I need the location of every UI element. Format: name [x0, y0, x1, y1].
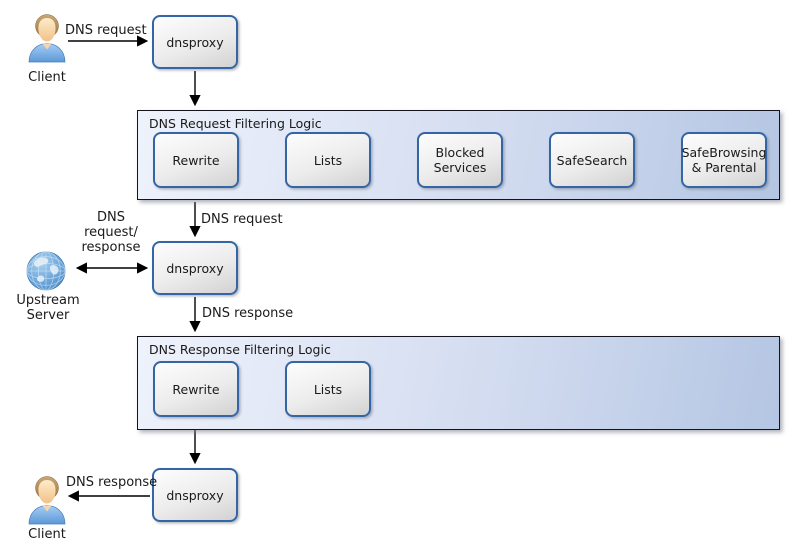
step-label: SafeBrowsing & Parental [681, 145, 767, 175]
request-filter-title: DNS Request Filtering Logic [149, 116, 322, 131]
edge-label-dns-request-top: DNS request [65, 23, 147, 38]
step-label: Lists [313, 381, 343, 397]
step-label: Lists [313, 152, 343, 168]
upstream-server-label: Upstream Server [16, 293, 80, 323]
step-box-lists-request: Lists [285, 132, 371, 188]
step-label: SafeSearch [556, 152, 628, 168]
client-bottom-node [25, 474, 69, 530]
step-label: Blocked Services [433, 145, 487, 175]
dnsproxy-middle-box: dnsproxy [152, 241, 238, 295]
edge-label-dns-request-mid: DNS request [201, 212, 283, 227]
step-box-rewrite-request: Rewrite [153, 132, 239, 188]
step-box-safesearch: SafeSearch [549, 132, 635, 188]
edge-label-line: request/ [84, 225, 138, 240]
upstream-server-node [25, 250, 67, 296]
edge-label-line: DNS [97, 210, 125, 225]
edge-label-upstream-link: DNS request/ response [75, 210, 147, 255]
globe-icon [26, 251, 66, 291]
client-top-label: Client [28, 70, 66, 85]
response-filter-container: DNS Response Filtering Logic [137, 336, 780, 430]
dnsproxy-top-label: dnsproxy [166, 34, 224, 50]
step-box-rewrite-response: Rewrite [153, 361, 239, 417]
step-box-safebrowsing-parental: SafeBrowsing & Parental [681, 132, 767, 188]
dnsproxy-bottom-box: dnsproxy [152, 468, 238, 522]
step-label: Rewrite [172, 381, 220, 397]
dnsproxy-top-box: dnsproxy [152, 15, 238, 69]
dnsproxy-middle-label: dnsproxy [166, 260, 224, 276]
response-filter-title: DNS Response Filtering Logic [149, 342, 331, 357]
edge-label-dns-response-mid: DNS response [202, 306, 294, 321]
person-icon [28, 14, 66, 63]
person-icon [28, 476, 66, 525]
dnsproxy-bottom-label: dnsproxy [166, 487, 224, 503]
step-box-lists-response: Lists [285, 361, 371, 417]
edge-label-line: response [81, 240, 141, 255]
step-box-blocked-services: Blocked Services [417, 132, 503, 188]
edge-label-dns-response-bottom: DNS response [66, 475, 158, 490]
client-bottom-label: Client [28, 527, 66, 542]
client-top-node [25, 12, 69, 68]
step-label: Rewrite [172, 152, 220, 168]
